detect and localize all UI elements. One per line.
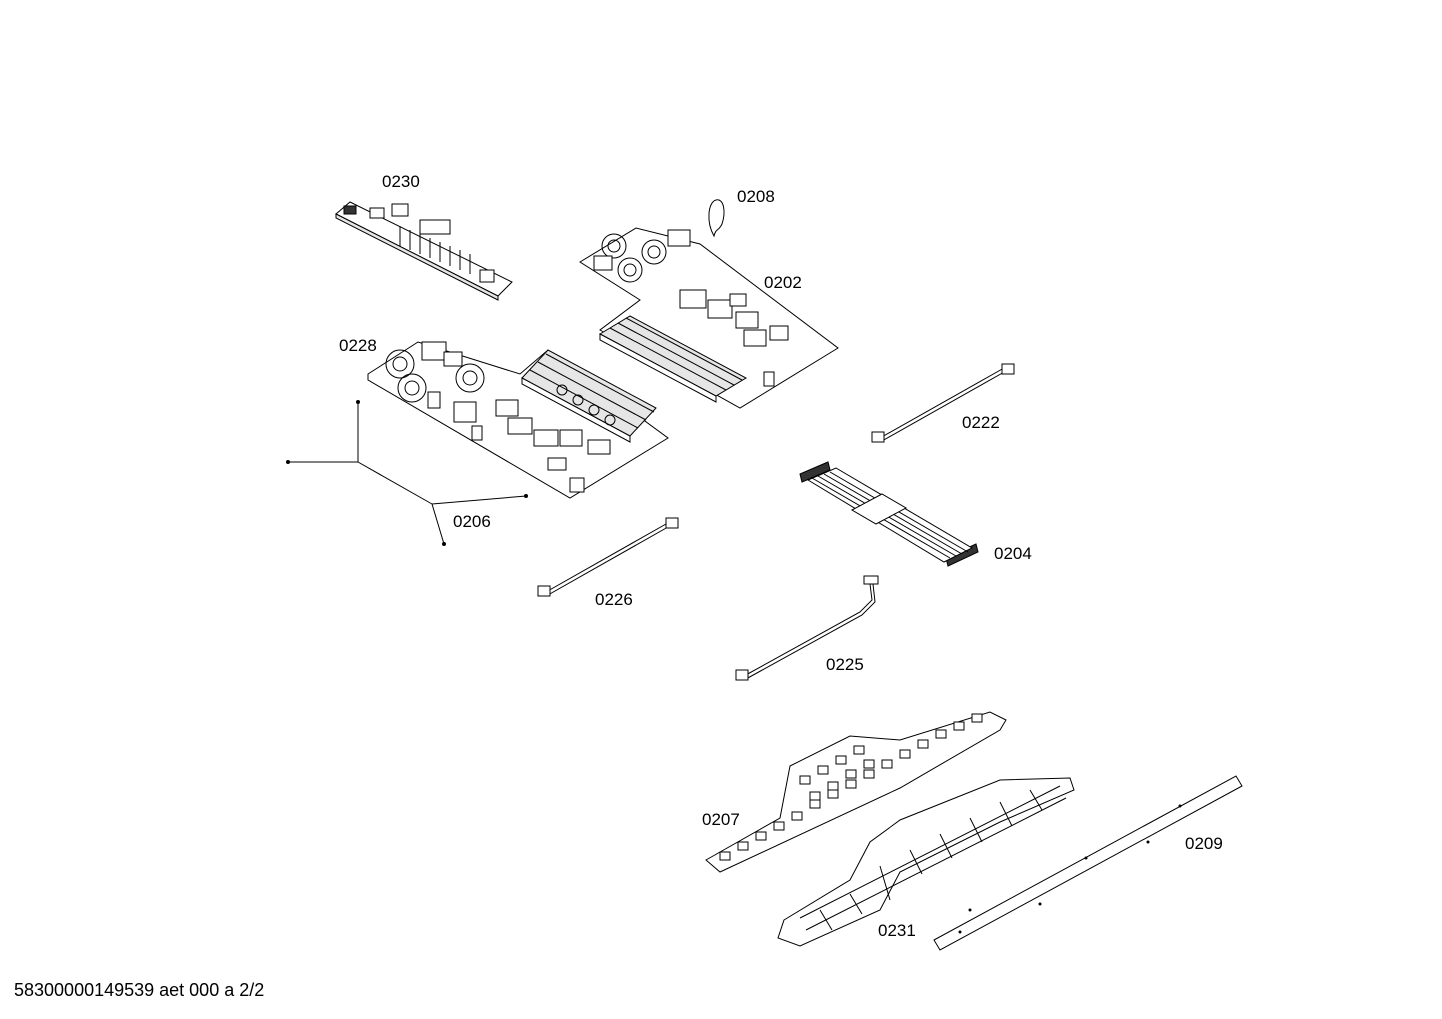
part-0204-ribbon-cable[interactable] [799, 461, 979, 567]
label-0222: 0222 [962, 413, 1000, 432]
part-0222-cable[interactable] [871, 363, 1015, 443]
part-0206-ground-wire[interactable] [286, 400, 528, 546]
label-0204: 0204 [994, 544, 1032, 563]
label-0207: 0207 [702, 810, 740, 829]
label-0225: 0225 [826, 655, 864, 674]
label-0231: 0231 [878, 921, 916, 940]
part-0208-clip[interactable] [708, 199, 725, 238]
label-0208: 0208 [737, 187, 775, 206]
part-0226-cable[interactable] [537, 517, 679, 597]
part-0209-strip[interactable] [933, 775, 1243, 951]
drawing-code: 58300000149539 aet 000 a 2/2 [14, 980, 265, 1000]
label-0209: 0209 [1185, 834, 1223, 853]
part-0228-main-board[interactable] [367, 341, 669, 499]
part-0231-frame[interactable] [777, 777, 1075, 947]
part-0225-cable[interactable] [735, 575, 879, 681]
label-0206: 0206 [453, 512, 491, 531]
label-0230: 0230 [382, 172, 420, 191]
label-0202: 0202 [764, 273, 802, 292]
label-0228: 0228 [339, 336, 377, 355]
part-0230-control-board[interactable] [335, 201, 513, 301]
label-0226: 0226 [595, 590, 633, 609]
part-0207-display-board[interactable] [705, 711, 1007, 873]
part-0202-power-board[interactable] [579, 227, 839, 409]
